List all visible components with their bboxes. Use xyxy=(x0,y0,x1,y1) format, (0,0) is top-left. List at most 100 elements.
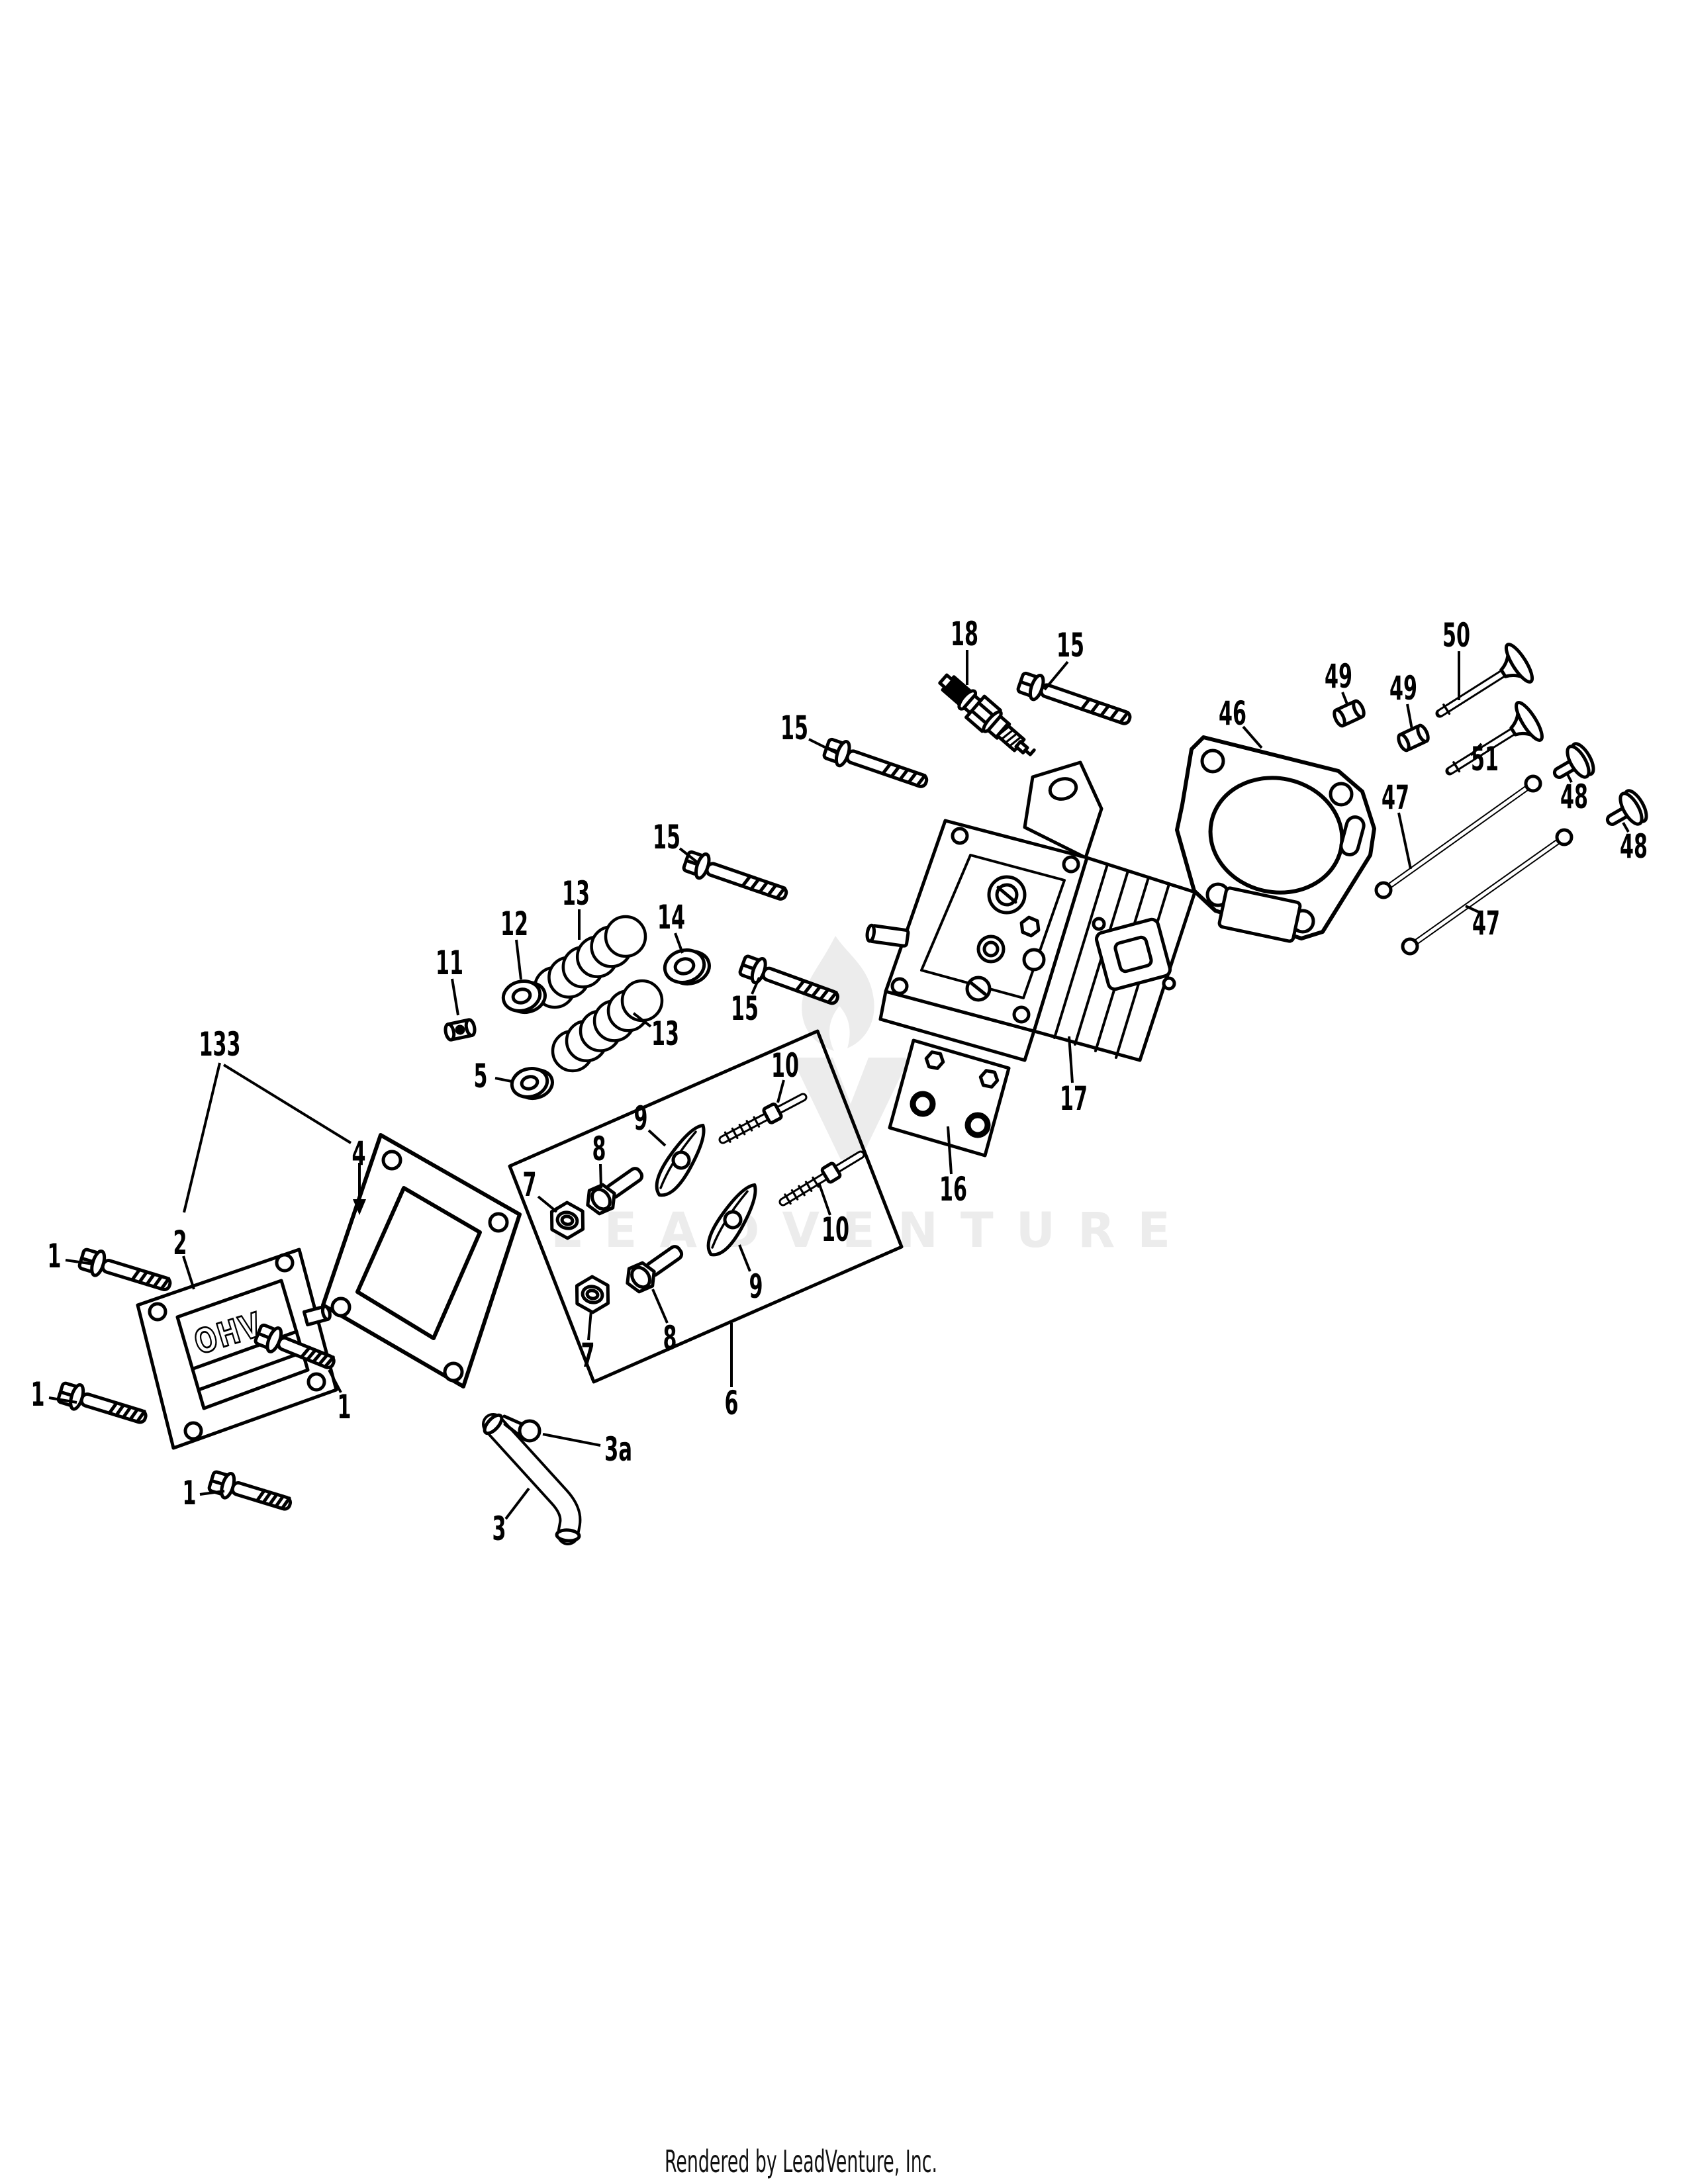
footer-text: Rendered by LeadVenture, Inc. xyxy=(665,2144,937,2179)
head-bolt-15 xyxy=(738,954,839,1005)
callout-label-10: 10 xyxy=(821,1210,849,1249)
callout-leader-line xyxy=(537,1195,558,1213)
callout-label-49: 49 xyxy=(1389,669,1417,707)
callout-leader-line xyxy=(222,1064,352,1144)
callout-6: 6 xyxy=(725,1323,739,1422)
push-rod-47 xyxy=(1401,828,1573,956)
callout-leader-line xyxy=(599,1163,602,1189)
rocker-stud-10 xyxy=(718,1093,808,1144)
callout-10: 10 xyxy=(818,1182,849,1249)
head-gasket-drawing xyxy=(1175,735,1376,943)
cylinder-head-drawing xyxy=(865,760,1197,1062)
watermark: LEADVENTURE xyxy=(551,936,1193,1259)
intake-valve-51 xyxy=(1445,701,1544,776)
rocker-arm-9 xyxy=(706,1183,757,1257)
side-plate-drawing xyxy=(888,1038,1011,1158)
callout-leader-line xyxy=(542,1433,601,1447)
callout-label-15: 15 xyxy=(653,818,680,856)
callout-leader-line xyxy=(674,933,684,954)
cover-bolt-1 xyxy=(77,1248,172,1291)
callout-leader-line xyxy=(1242,725,1263,749)
push-rod-47 xyxy=(1374,774,1542,899)
valve-cap-49 xyxy=(1333,699,1366,728)
callout-label-8: 8 xyxy=(592,1130,606,1168)
exhaust-valve-50 xyxy=(1435,643,1534,718)
callout-label-1: 1 xyxy=(31,1375,45,1414)
callout-8: 8 xyxy=(592,1130,606,1189)
callout-leader-line xyxy=(1622,822,1630,833)
callout-label-3: 3 xyxy=(492,1510,506,1548)
callout-label-46: 46 xyxy=(1219,694,1246,733)
callout-13: 13 xyxy=(562,874,590,940)
callout-16: 16 xyxy=(939,1126,967,1208)
callout-leader-line xyxy=(451,978,459,1016)
jam-nut-7 xyxy=(575,1275,610,1314)
callout-3a: 3a xyxy=(542,1430,632,1469)
callout-leader-line xyxy=(1406,704,1413,730)
callout-label-9: 9 xyxy=(634,1099,648,1138)
callout-label-17: 17 xyxy=(1060,1079,1088,1118)
callout-leader-line xyxy=(65,1259,94,1265)
callout-leader-line xyxy=(808,738,839,755)
callout-13: 13 xyxy=(632,1012,679,1053)
callout-arrowhead xyxy=(353,1199,366,1215)
callout-9: 9 xyxy=(738,1244,763,1306)
spark-plug-drawing xyxy=(938,673,1036,756)
callout-label-7: 7 xyxy=(523,1165,537,1204)
part-drawings xyxy=(56,643,1648,1545)
cover-bolt-1 xyxy=(207,1470,293,1511)
callout-17: 17 xyxy=(1060,1036,1088,1118)
callout-4: 4 xyxy=(352,1134,366,1215)
callout-label-48: 48 xyxy=(1560,778,1588,816)
callout-leader-line xyxy=(504,1487,530,1520)
callout-leader-line xyxy=(48,1396,77,1404)
callout-leader-line xyxy=(738,1244,751,1272)
callout-label-13: 13 xyxy=(651,1015,679,1053)
rocker-stud-10 xyxy=(778,1150,865,1206)
callout-15: 15 xyxy=(653,818,700,865)
callout-label-11: 11 xyxy=(436,944,463,982)
head-bolt-15 xyxy=(682,850,788,901)
callout-10: 10 xyxy=(771,1046,799,1103)
watermark-text: LEADVENTURE xyxy=(551,1203,1193,1259)
pivot-bolt-drawing xyxy=(586,1167,644,1216)
tube-clamp-drawing xyxy=(502,1414,541,1443)
callout-label-47: 47 xyxy=(1472,904,1500,942)
callout-2: 2 xyxy=(173,1224,195,1290)
callout-leader-line xyxy=(1566,774,1573,783)
callout-15: 15 xyxy=(731,977,761,1028)
callout-label-12: 12 xyxy=(500,905,528,943)
callout-1: 1 xyxy=(48,1237,94,1275)
callout-label-8: 8 xyxy=(663,1319,677,1357)
cap-nut-drawing xyxy=(444,1018,477,1042)
callout-label-6: 6 xyxy=(725,1384,739,1422)
callout-51: 51 xyxy=(1470,740,1499,778)
callout-leader-line xyxy=(328,1369,342,1393)
callout-48: 48 xyxy=(1560,774,1588,816)
callout-9: 9 xyxy=(634,1099,667,1147)
watermark-v-icon xyxy=(792,1058,910,1160)
callout-1: 1 xyxy=(183,1474,225,1512)
callout-label-2: 2 xyxy=(173,1224,187,1262)
callout-label-16: 16 xyxy=(939,1170,967,1208)
callout-leader-line xyxy=(1043,660,1069,691)
callout-label-133: 133 xyxy=(199,1025,241,1064)
callout-leader-line xyxy=(751,977,761,995)
valve-retainer-48 xyxy=(1552,742,1595,779)
callout-11: 11 xyxy=(436,944,463,1016)
callout-label-1: 1 xyxy=(338,1388,352,1426)
callout-leader-line xyxy=(647,1129,667,1147)
callout-label-15: 15 xyxy=(731,989,759,1028)
head-bolt-15 xyxy=(1016,671,1132,725)
callout-leader-line xyxy=(183,1062,221,1213)
callout-leader-line xyxy=(679,847,700,865)
cover-bolt-1 xyxy=(56,1381,148,1424)
callout-leader-line xyxy=(1397,812,1412,870)
valve-spring-13 xyxy=(551,979,664,1073)
callout-leader-line xyxy=(651,1289,669,1324)
callout-18: 18 xyxy=(951,615,978,685)
valve-retainer-48 xyxy=(1605,789,1648,826)
callout-47: 47 xyxy=(1465,904,1500,942)
